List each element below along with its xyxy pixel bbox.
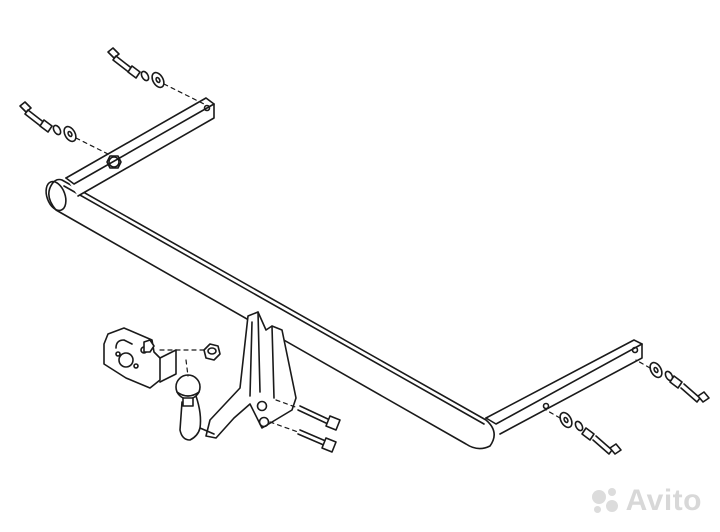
cross-tube (45, 178, 495, 450)
avito-logo-icon (590, 486, 620, 516)
tow-ball-bracket (205, 311, 297, 439)
right-mounting-arm (485, 339, 643, 435)
bolt-set-left (19, 101, 77, 143)
bolt-set-upper-left (107, 47, 165, 89)
avito-watermark: Avito (590, 484, 702, 518)
socket-plate (103, 327, 177, 389)
bolt-set-right-lower (559, 411, 622, 455)
loose-nut (203, 343, 221, 361)
assembly-guide-lines (75, 83, 651, 433)
bolt-set-right-upper (649, 361, 710, 403)
bracket-bolts (297, 405, 341, 453)
watermark-text: Avito (625, 484, 702, 517)
left-mounting-arm (65, 97, 215, 197)
tow-ball (175, 374, 215, 441)
